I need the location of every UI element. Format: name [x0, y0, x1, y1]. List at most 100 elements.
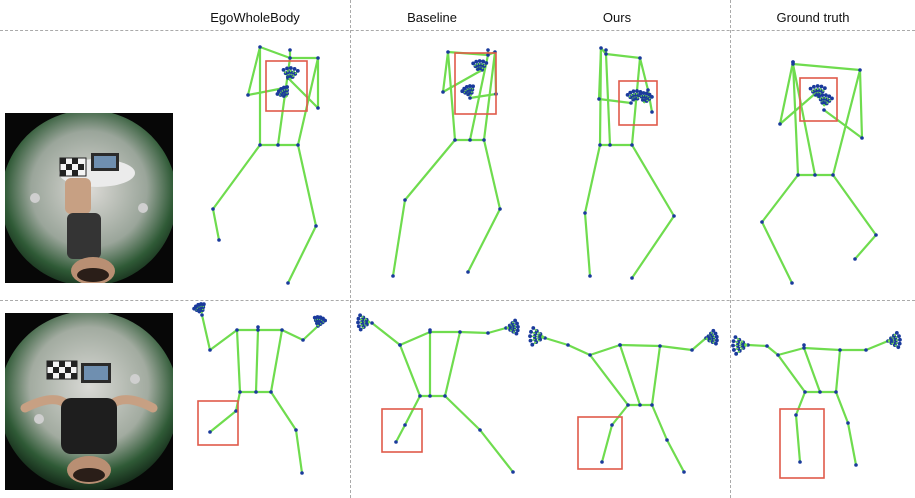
row1-ours-joint-hipc	[608, 143, 612, 147]
row2-ground-truth-hand1-finger4-joint3	[896, 345, 901, 350]
row2-egowholebody-bone-rh-rk	[269, 390, 298, 432]
row2-ours-bone-re-rw	[690, 336, 708, 352]
row1-ground-truth-hand1-finger0-joint3	[817, 94, 821, 99]
row1-ground-truth-hand1-finger4-joint3	[830, 96, 834, 101]
row2-baseline-hand1-finger2-joint3	[516, 325, 520, 329]
row2-ground-truth-joint-rh	[834, 390, 838, 394]
row1-egowholebody-joint-re	[316, 106, 320, 110]
row1-ours-joint-neck	[604, 52, 608, 56]
column-separator-2	[730, 0, 731, 498]
row1-ours-hand0-finger1-joint3	[628, 90, 633, 95]
row2-ours-bone-lk-la	[600, 423, 614, 464]
row2-baseline-bone-rk-ra	[478, 428, 515, 474]
row2-egowholebody-bone-ls-lh	[235, 328, 242, 394]
row1-ground-truth-joint-rh	[831, 173, 835, 177]
row1-baseline-hand1-finger2-joint3	[464, 85, 469, 89]
header-ground-truth: Ground truth	[776, 10, 850, 25]
row2-ground-truth-highlight-box	[779, 408, 825, 479]
row2-ground-truth-joint-head	[802, 343, 806, 347]
row1-ground-truth-bone-rs-re	[858, 68, 864, 140]
row1-ground-truth-bone-rk-ra	[853, 233, 878, 261]
row1-ours-joint-ls	[599, 46, 603, 50]
row1-ours-hand1-finger1-joint3	[641, 91, 646, 95]
row2-egowholebody-joint-hipc	[254, 390, 258, 394]
row2-ours-hand1-finger1-joint3	[713, 331, 718, 336]
row2-baseline-joint-neck	[428, 330, 432, 334]
row2-ours-bone-neck-hipc	[618, 343, 642, 407]
row2-ground-truth-hand0-finger3-joint3	[731, 339, 736, 344]
row1-egowholebody-hand0-finger3-joint3	[292, 67, 297, 71]
row1-ground-truth-hand1-finger1-joint3	[820, 93, 825, 98]
row1-egowholebody-bone-lk-la	[211, 207, 221, 242]
row2-ground-truth-bone-rh-rk	[834, 390, 850, 425]
row1-ours-bone-neck-hipc	[604, 52, 612, 147]
row2-ground-truth-joint-lw	[746, 343, 750, 347]
row2-ground-truth-hand0-finger1-joint3	[732, 348, 736, 352]
row2-baseline-bone-lk-la	[394, 423, 407, 444]
row2-egowholebody-joint-rk	[294, 428, 298, 432]
row2-egowholebody-joint-le	[208, 348, 212, 352]
row1-ours-joint-rk	[672, 214, 676, 218]
row1-ground-truth-bone-re-rw	[822, 108, 864, 140]
row2-baseline-skeleton	[356, 313, 520, 474]
row1-ours-hand1-finger2-joint3	[644, 91, 649, 96]
row2-ground-truth-joint-lk	[794, 413, 798, 417]
row1-baseline-joint-ls	[446, 50, 450, 54]
row1-egowholebody-hand0-finger0-joint3	[281, 67, 286, 72]
row2-baseline-joint-la	[394, 440, 398, 444]
row1-ground-truth-hand1-finger2-joint3	[823, 93, 828, 98]
row2-egowholebody-joint-lw	[200, 313, 204, 317]
row2-egowholebody-bone-rs-re	[280, 328, 305, 342]
row2-baseline-joint-rs	[458, 330, 462, 334]
row1-ground-truth-bone-lk-la	[760, 220, 794, 285]
row1-ground-truth-bone-lh-lk	[760, 173, 800, 224]
row1-egowholebody-bone-rk-ra	[286, 224, 318, 285]
row1-baseline-joint-head	[486, 48, 490, 52]
row1-ours-bone-rs-re	[638, 56, 650, 92]
row2-ours-joint-lw	[543, 336, 547, 340]
row2-egowholebody-joint-head	[256, 325, 260, 329]
row2-baseline-hand0-finger3-joint3	[356, 316, 361, 321]
row2-baseline-joint-re	[486, 331, 490, 335]
row1-egowholebody-bone-neck-ls	[258, 45, 292, 60]
row2-ours-hand1-finger4-joint3	[714, 341, 718, 346]
row2-egowholebody-bone-neck-hipc	[254, 328, 260, 394]
row2-baseline-hand1-finger4-joint3	[514, 331, 519, 336]
row1-ground-truth-joint-rw	[822, 108, 826, 112]
row2-ours-bone-le-lw	[543, 336, 570, 347]
row2-baseline-bone-rs-rh	[443, 330, 462, 398]
row1-ours-bone-lk-la	[583, 211, 592, 278]
row1-ground-truth-hand0-finger1-joint3	[811, 84, 816, 89]
row1-ours-hand1-finger4-joint3	[649, 94, 654, 99]
row1-ground-truth-joint-re	[860, 136, 864, 140]
row1-ground-truth-hand0-finger0-joint3	[808, 86, 813, 91]
row1-baseline-bone-lh-lk	[403, 138, 457, 202]
row2-ground-truth-hand1-finger1-joint3	[897, 334, 901, 339]
row1-ours-joint-la	[588, 274, 592, 278]
row2-egowholebody-skeleton	[192, 302, 328, 475]
row2-ours-joint-lk	[610, 423, 614, 427]
row1-egowholebody-joint-head	[288, 48, 292, 52]
row1-baseline-hand0-finger2-joint3	[477, 59, 482, 63]
row2-ground-truth-hand0-finger4-joint3	[733, 335, 738, 340]
row1-egowholebody-hand1-finger3-joint3	[282, 85, 286, 90]
row1-ground-truth-bone-neck-rs	[791, 62, 862, 72]
row2-ours-bone-rh-rk	[650, 403, 669, 442]
row1-ground-truth-joint-ra	[853, 257, 857, 261]
row1-egowholebody-joint-ra	[286, 281, 290, 285]
row2-baseline-joint-rh	[443, 394, 447, 398]
row1-ground-truth-hand0-finger4-joint3	[822, 86, 827, 91]
row2-ground-truth-bone-re-rw	[864, 339, 890, 352]
row1-egowholebody-joint-la	[217, 238, 221, 242]
header-egowholebody: EgoWholeBody	[210, 10, 300, 25]
row2-baseline-bone-rs-re	[458, 330, 490, 335]
column-separator-1	[350, 0, 351, 498]
row1-baseline-bone-rk-ra	[466, 207, 502, 274]
header-baseline: Baseline	[407, 10, 457, 25]
row1-baseline-bone-lk-la	[391, 198, 407, 278]
row2-baseline-hand0-finger4-joint3	[358, 313, 362, 318]
row2-ground-truth-joint-ls	[776, 353, 780, 357]
row1-baseline-bone-re-rw	[468, 92, 498, 100]
row2-egowholebody-bone-lk-la	[208, 409, 238, 434]
